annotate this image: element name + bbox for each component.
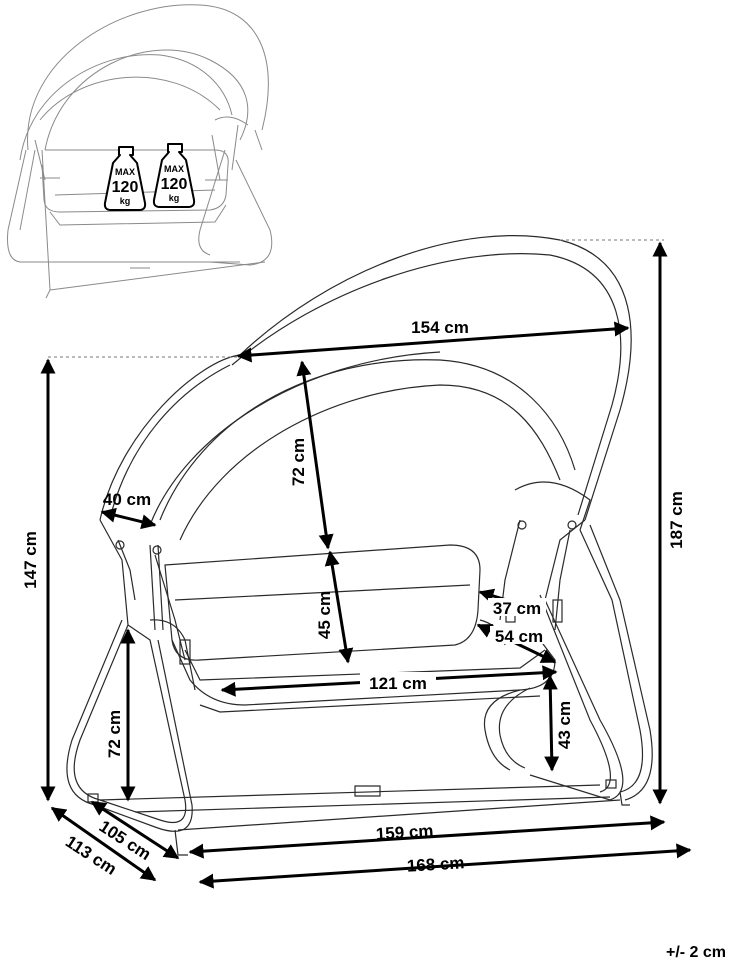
dimension-label-total-height: 187 cm bbox=[667, 491, 686, 549]
weight-icon: MAX 120 kg bbox=[103, 146, 147, 211]
dimension-arrow bbox=[296, 360, 334, 550]
dimension-label-canopy-depth: 40 cm bbox=[103, 490, 151, 509]
weight-icon: MAX 120 kg bbox=[152, 143, 196, 208]
weight-value: 120 bbox=[161, 176, 188, 193]
weight-max-label: MAX bbox=[164, 164, 184, 174]
dimension-label-side-height: 72 cm bbox=[105, 710, 124, 758]
dimension-label-seat-height: 43 cm bbox=[555, 701, 574, 749]
thumbnail-swing: MAX 120 kg MAX 120 kg bbox=[7, 4, 273, 299]
dimension-label-canopy-height: 72 cm bbox=[289, 438, 308, 486]
dimension-label-seat-depth-outer: 54 cm bbox=[495, 627, 543, 646]
dimension-arrow bbox=[100, 507, 157, 530]
dimension-label-total-height-front: 147 cm bbox=[21, 531, 40, 589]
weight-unit: kg bbox=[169, 193, 180, 203]
weight-max-label: MAX bbox=[115, 167, 135, 177]
dimension-label-seat-width: 121 cm bbox=[369, 674, 427, 693]
dimension-label-backrest-height: 45 cm bbox=[315, 591, 334, 639]
dimension-label-total-width: 168 cm bbox=[406, 853, 465, 875]
dimension-arrow bbox=[542, 674, 560, 772]
weight-unit: kg bbox=[120, 196, 131, 206]
weight-value: 120 bbox=[112, 179, 139, 196]
dimension-label-base-width: 159 cm bbox=[375, 821, 434, 843]
dimension-arrow bbox=[198, 843, 692, 889]
dimension-arrow bbox=[50, 806, 157, 882]
dimension-label-canopy-width: 154 cm bbox=[411, 318, 469, 337]
tolerance-note: +/- 2 cm bbox=[665, 944, 726, 961]
main-swing bbox=[66, 235, 653, 856]
dimension-label-seat-depth-inner: 37 cm bbox=[493, 599, 541, 618]
dimension-arrow bbox=[236, 321, 630, 363]
dimension-arrow bbox=[324, 550, 354, 664]
